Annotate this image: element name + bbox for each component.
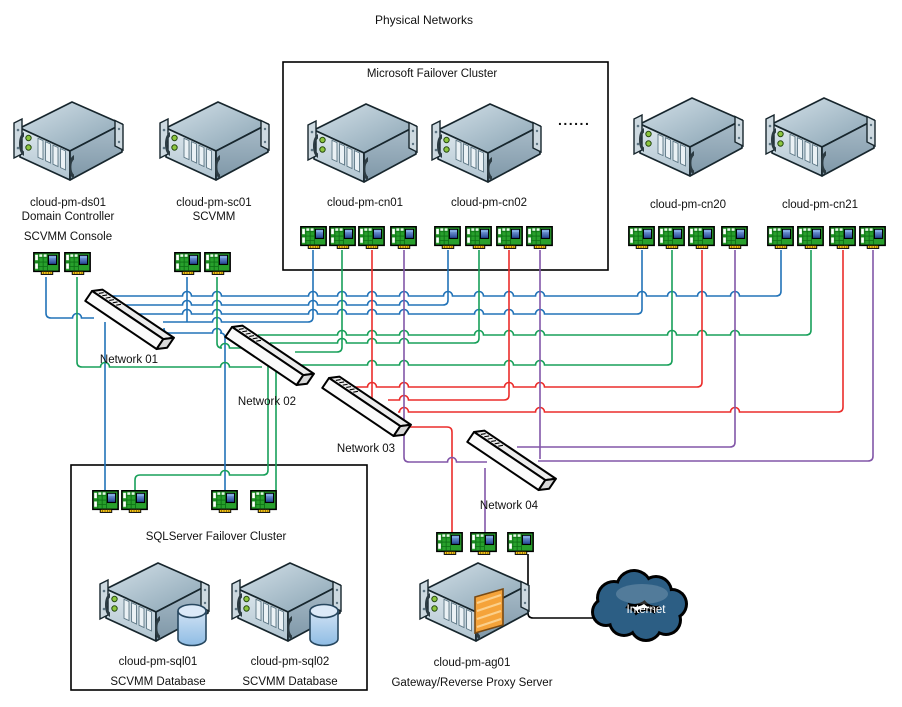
connection-network_02-14 xyxy=(134,366,269,490)
switch-icon-n03 xyxy=(321,371,412,442)
nic-icon xyxy=(797,226,824,249)
sql-cluster-box-label: SQLServer Failover Cluster xyxy=(145,531,287,543)
nic-icon xyxy=(329,226,356,249)
connection-network_03-20 xyxy=(405,426,453,532)
nic-icon xyxy=(859,226,886,249)
nic-icon xyxy=(33,252,60,275)
server-name-sql02: cloud-pm-sql02 xyxy=(250,656,330,668)
connection-network_03-18 xyxy=(354,250,703,388)
connection-network_02-8 xyxy=(76,277,262,368)
server-name-cn20: cloud-pm-cn20 xyxy=(649,199,727,211)
more-nodes-ellipsis: ...... xyxy=(558,112,591,128)
sql-cluster-box xyxy=(70,464,368,691)
ms-cluster-box xyxy=(282,61,609,271)
switch-label-n02: Network 02 xyxy=(237,396,297,408)
connection-network_04-24 xyxy=(538,250,874,462)
switch-label-n01: Network 01 xyxy=(99,354,159,366)
nic-icon xyxy=(436,532,463,555)
diagram-title: Physical Networks xyxy=(374,13,474,27)
nic-icon xyxy=(211,490,238,513)
nic-icon xyxy=(121,490,148,513)
firewall-icon-ag01 xyxy=(474,588,504,634)
server-label-cn20: cloud-pm-cn20 xyxy=(650,198,726,212)
nic-icon xyxy=(628,226,655,249)
ms-cluster-box-label: Microsoft Failover Cluster xyxy=(366,68,498,80)
nic-icon xyxy=(688,226,715,249)
nic-icon xyxy=(64,252,91,275)
connection-network_01-2 xyxy=(163,250,314,323)
nic-icon xyxy=(526,226,553,249)
server-role-ds01-0: Domain Controller xyxy=(21,211,115,223)
connection-network_04-21 xyxy=(403,250,487,463)
server-label-cn21: cloud-pm-cn21 xyxy=(782,198,858,212)
switch-icon-n02 xyxy=(224,320,315,391)
server-name-ds01: cloud-pm-ds01 xyxy=(29,197,107,209)
nic-icon xyxy=(767,226,794,249)
nic-icon xyxy=(250,490,277,513)
database-icon-sql01 xyxy=(177,603,207,647)
connection-network_02-9 xyxy=(216,277,261,349)
connection-network_03-19 xyxy=(398,250,844,413)
nic-icon xyxy=(92,490,119,513)
server-icon-sc01 xyxy=(159,101,270,181)
nic-icon xyxy=(721,226,748,249)
switch-label-n04: Network 04 xyxy=(479,500,539,512)
server-icon-cn21 xyxy=(765,97,876,177)
connection-network_01-4 xyxy=(136,250,643,315)
nic-icon xyxy=(658,226,685,249)
server-name-cn02: cloud-pm-cn02 xyxy=(450,197,528,209)
server-icon-cn02 xyxy=(431,103,542,183)
connection-network_02-10 xyxy=(295,250,343,353)
connection-network_03-17 xyxy=(388,250,510,401)
connection-network_01-0 xyxy=(45,277,94,319)
connection-link-26 xyxy=(527,554,597,619)
server-icon-cn20 xyxy=(633,97,744,177)
nic-icon xyxy=(204,252,231,275)
server-label-cn01: cloud-pm-cn01 xyxy=(327,196,403,210)
server-label-cn02: cloud-pm-cn02 xyxy=(451,196,527,210)
server-icon-ds01 xyxy=(13,101,124,181)
connection-network_02-11 xyxy=(270,250,480,344)
server-role-sql02-0: SCVMM Database xyxy=(242,676,338,688)
server-name-cn01: cloud-pm-cn01 xyxy=(326,197,404,209)
connection-network_02-13 xyxy=(258,250,812,336)
nic-icon xyxy=(390,226,417,249)
nic-icon xyxy=(465,226,492,249)
nic-icon xyxy=(358,226,385,249)
nic-icon xyxy=(434,226,461,249)
internet-cloud-icon: Internet xyxy=(591,569,688,642)
server-name-sc01: cloud-pm-sc01 xyxy=(176,197,252,209)
connection-network_04-23 xyxy=(517,250,736,448)
server-role-sql01-0: SCVMM Database xyxy=(110,676,206,688)
nic-icon xyxy=(829,226,856,249)
nic-icon xyxy=(300,226,327,249)
server-role-ag01-0: Gateway/Reverse Proxy Server xyxy=(391,677,553,689)
switch-label-n03: Network 03 xyxy=(336,443,396,455)
database-icon-sql02 xyxy=(309,603,339,647)
server-role-sc01-0: SCVMM xyxy=(192,211,236,223)
nic-icon xyxy=(507,532,534,555)
server-name-sql01: cloud-pm-sql01 xyxy=(118,656,198,668)
nic-icon xyxy=(174,252,201,275)
connection-network_03-16 xyxy=(371,250,403,424)
server-role-ds01-1: SCVMM Console xyxy=(23,231,113,243)
server-name-cn21: cloud-pm-cn21 xyxy=(781,199,859,211)
server-icon-cn01 xyxy=(307,103,418,183)
server-name-ag01: cloud-pm-ag01 xyxy=(433,657,511,669)
nic-icon xyxy=(470,532,497,555)
nic-icon xyxy=(496,226,523,249)
internet-cloud-label: Internet xyxy=(627,604,667,616)
connection-network_02-12 xyxy=(300,250,673,366)
